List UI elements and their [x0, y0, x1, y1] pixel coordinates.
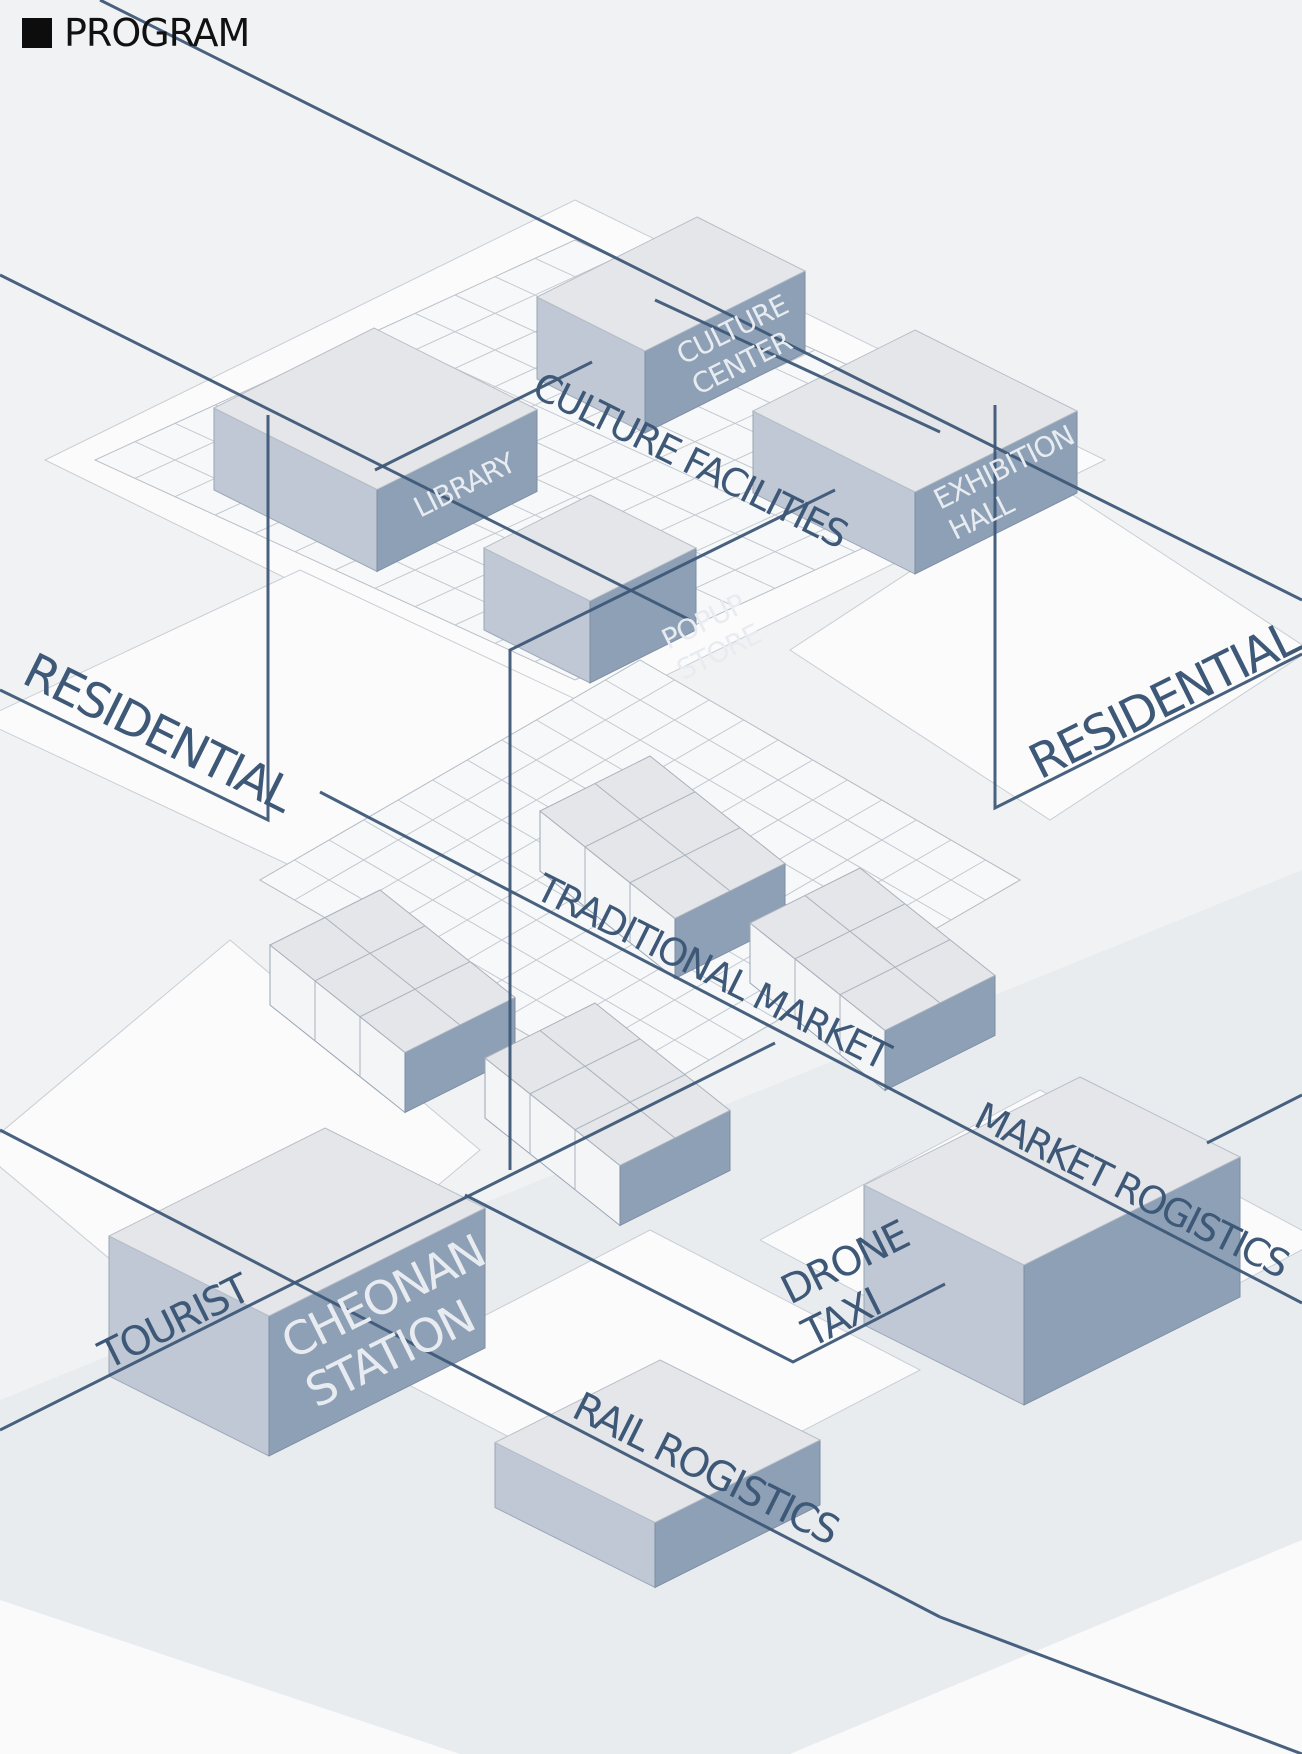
popup-store-box-top-face: [482, 494, 698, 602]
leader-line: [654, 298, 941, 434]
leader-line: [319, 790, 1302, 1305]
cheonan-station-box: [107, 1127, 487, 1457]
market-logistics-box-top-face: [862, 1076, 1242, 1266]
corner-patch-right: [790, 1540, 1302, 1754]
leader-line: [0, 1128, 941, 1619]
leader-line: [993, 405, 1302, 811]
stall-cluster-3: [269, 889, 516, 1114]
leader-line: [0, 273, 691, 622]
grid-line: [570, 699, 952, 921]
stall-cluster-2-roof-ridge: [804, 895, 941, 1004]
stall-cluster-4-roof-ridge: [539, 1030, 676, 1139]
market-logistics-box: [862, 1076, 1242, 1406]
library-box-top-face: [212, 327, 539, 491]
leader-line: [0, 415, 270, 823]
leader-line: [939, 1615, 1302, 1754]
stall-cluster-4: [484, 1002, 731, 1227]
leader-line: [464, 1193, 946, 1364]
stall-cluster-3-roof-ridge: [324, 917, 461, 1026]
page-title: PROGRAM: [64, 11, 250, 55]
leader-line: [1206, 1093, 1302, 1145]
grid-line: [328, 839, 710, 1061]
header: PROGRAM: [22, 11, 250, 55]
market-stalls: [269, 755, 996, 1227]
leader-line: [374, 360, 593, 472]
grid-line: [328, 699, 710, 921]
ground-plate: [789, 479, 1302, 821]
stall-cluster-2: [749, 867, 996, 1092]
library-box: [212, 327, 539, 573]
buildings: [107, 216, 1242, 1589]
grid-line: [605, 679, 986, 901]
stall-cluster-1-roof-ridge: [594, 783, 731, 892]
leader-line: [0, 1041, 776, 1432]
leader-line: [508, 488, 836, 1170]
grid-line: [363, 819, 744, 1041]
corner-patch: [0, 1600, 460, 1754]
leader-line: [99, 0, 1302, 602]
title-square-icon: [22, 18, 52, 48]
cheonan-station-box-top-face: [107, 1127, 487, 1317]
stall-cluster-1: [539, 755, 786, 980]
popup-store-box: [482, 494, 698, 684]
grid-line: [294, 679, 675, 901]
